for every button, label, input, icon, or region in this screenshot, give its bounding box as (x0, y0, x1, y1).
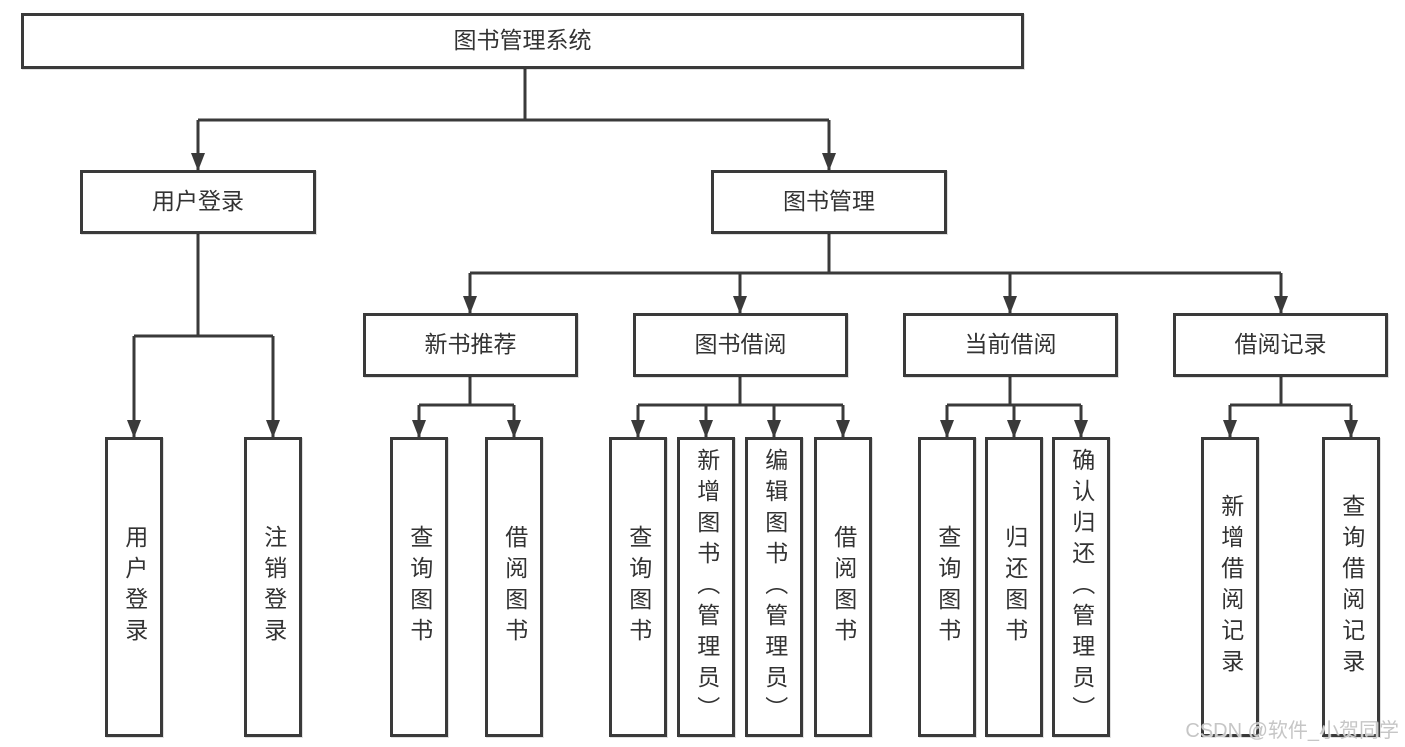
node-user-login-label: 用户登录 (152, 188, 244, 215)
node-leaf-br-query-record: 查询借阅记录 (1322, 437, 1380, 737)
node-book-management: 图书管理 (711, 170, 947, 234)
node-new-book-recommend: 新书推荐 (363, 313, 578, 377)
node-leaf-user-login: 用户登录 (105, 437, 163, 737)
csdn-watermark: CSDN @软件_小贺同学 (1185, 720, 1399, 742)
node-leaf-nbr-query-books: 查询图书 (390, 437, 448, 737)
node-leaf-cb-confirm-return-admin-label: 确认归还（管理员） (1068, 447, 1095, 727)
node-leaf-cb-query-books-label: 查询图书 (934, 525, 961, 649)
node-leaf-cb-return-books: 归还图书 (985, 437, 1043, 737)
node-current-borrowing-label: 当前借阅 (964, 331, 1057, 358)
node-current-borrowing: 当前借阅 (903, 313, 1118, 377)
node-system-root-label: 图书管理系统 (453, 27, 592, 54)
node-leaf-logout: 注销登录 (244, 437, 302, 737)
node-system-root: 图书管理系统 (21, 13, 1024, 69)
node-leaf-bb-query-books-label: 查询图书 (625, 525, 652, 649)
node-leaf-nbr-borrow-books-label: 借阅图书 (501, 525, 528, 649)
node-leaf-cb-query-books: 查询图书 (918, 437, 976, 737)
node-leaf-bb-borrow-books-label: 借阅图书 (830, 525, 857, 649)
node-book-management-label: 图书管理 (783, 188, 875, 215)
node-leaf-cb-return-books-label: 归还图书 (1001, 525, 1028, 649)
node-borrowing-records-label: 借阅记录 (1234, 331, 1327, 358)
node-leaf-bb-borrow-books: 借阅图书 (814, 437, 872, 737)
node-leaf-nbr-borrow-books: 借阅图书 (485, 437, 543, 737)
node-book-borrowing: 图书借阅 (633, 313, 848, 377)
node-leaf-user-login-label: 用户登录 (121, 525, 148, 649)
node-leaf-nbr-query-books-label: 查询图书 (406, 525, 433, 649)
node-leaf-cb-confirm-return-admin: 确认归还（管理员） (1052, 437, 1110, 737)
node-leaf-br-query-record-label: 查询借阅记录 (1338, 494, 1365, 680)
node-leaf-bb-edit-books-admin: 编辑图书（管理员） (745, 437, 803, 737)
node-leaf-bb-add-books-admin: 新增图书（管理员） (677, 437, 735, 737)
node-leaf-bb-edit-books-admin-label: 编辑图书（管理员） (761, 447, 788, 727)
node-user-login: 用户登录 (80, 170, 316, 234)
node-leaf-bb-query-books: 查询图书 (609, 437, 667, 737)
node-new-book-recommend-label: 新书推荐 (424, 331, 517, 358)
node-leaf-br-add-record: 新增借阅记录 (1201, 437, 1259, 737)
node-leaf-br-add-record-label: 新增借阅记录 (1217, 494, 1244, 680)
node-leaf-bb-add-books-admin-label: 新增图书（管理员） (693, 447, 720, 727)
node-borrowing-records: 借阅记录 (1173, 313, 1388, 377)
node-leaf-logout-label: 注销登录 (260, 525, 287, 649)
node-book-borrowing-label: 图书借阅 (694, 331, 787, 358)
